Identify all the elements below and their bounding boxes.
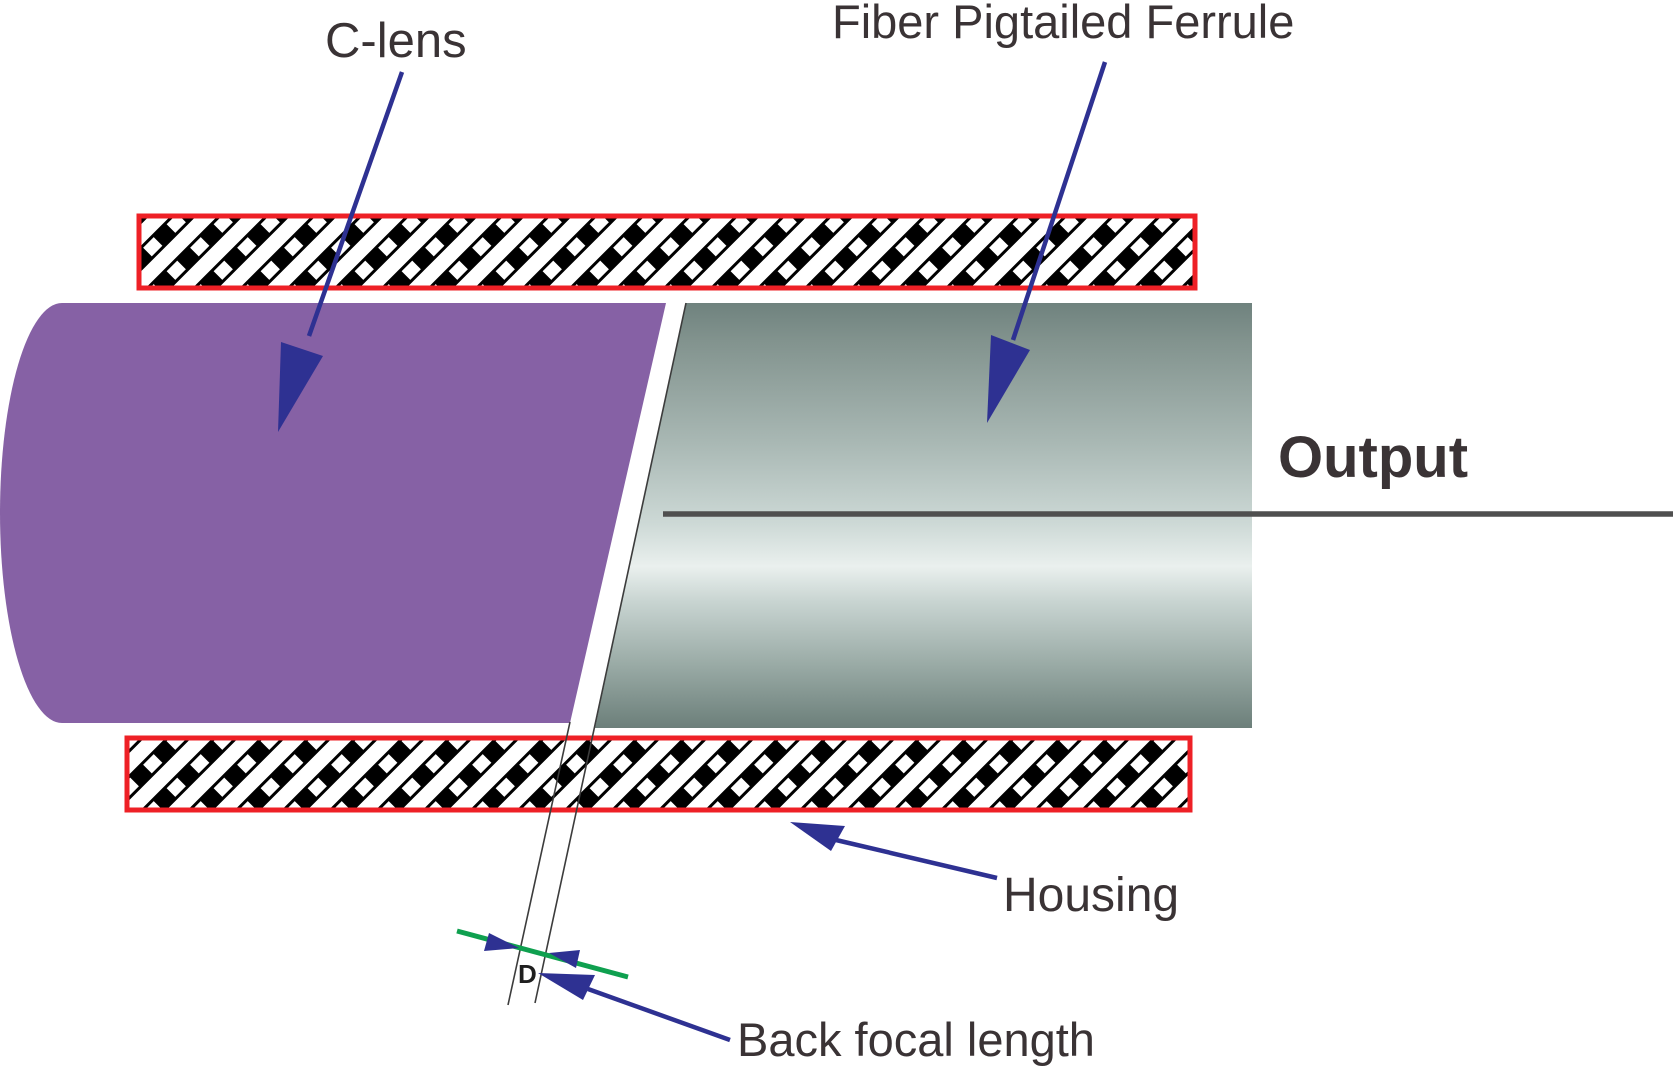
housing-arrowhead-icon — [790, 822, 845, 851]
ferrule-face-extension-line — [534, 302, 687, 1004]
output-label: Output — [1278, 425, 1468, 490]
housing-bar-top — [136, 213, 1198, 291]
c-lens-body — [62, 303, 666, 723]
gap-arrow-left-icon — [549, 950, 580, 968]
back-focal-length-pointer-line — [587, 986, 731, 1043]
housing-bar-bottom — [124, 735, 1193, 813]
housing-pointer-line — [835, 837, 998, 881]
c-lens-arrowhead-icon — [278, 342, 323, 432]
gap-dimension-line — [456, 928, 629, 980]
ferrule-label: Fiber Pigtailed Ferrule — [832, 0, 1294, 48]
back-focal-length-arrowhead-icon — [538, 973, 595, 1000]
back-focal-length-label: Back focal length — [737, 1013, 1095, 1066]
c-lens-label: C-lens — [325, 14, 467, 68]
gap-arrow-right-icon — [484, 933, 519, 951]
ferrule-pointer-line — [1010, 61, 1108, 341]
lens-face-extension-line — [507, 721, 571, 1006]
housing-label: Housing — [1003, 869, 1179, 922]
gap-dimension-label: D — [518, 959, 537, 989]
ferrule-arrowhead-icon — [987, 335, 1030, 423]
c-lens-pointer-line — [306, 71, 405, 337]
